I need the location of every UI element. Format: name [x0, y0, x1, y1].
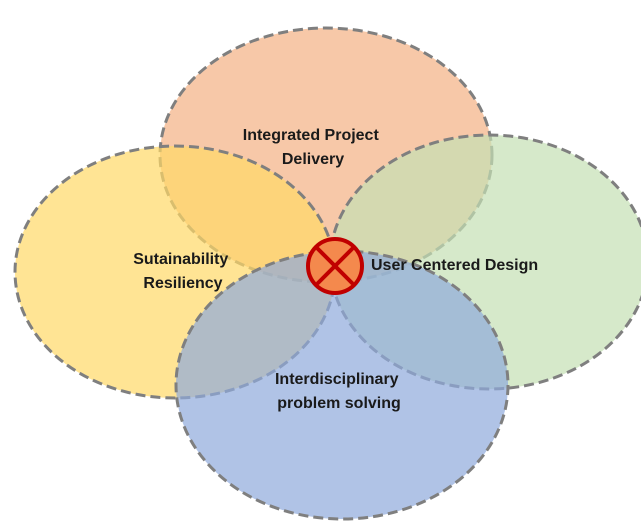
label-integrated-project-delivery: Integrated Project Delivery: [243, 127, 383, 168]
label-line: Integrated Project: [243, 127, 380, 144]
label-line: Resiliency: [143, 275, 222, 292]
circled-x-icon: [306, 237, 364, 295]
center-marker-stroke: [316, 247, 354, 285]
label-line: Delivery: [282, 151, 344, 168]
label-user-centered-design: User Centered Design: [371, 257, 538, 274]
label-line: User Centered Design: [371, 257, 538, 274]
label-interdisciplinary-problem-solving: Interdisciplinary problem solving: [275, 371, 403, 412]
label-line: Interdisciplinary: [275, 371, 399, 388]
label-sustainability-resiliency: Sutainability Resiliency: [133, 251, 233, 292]
label-line: Sutainability: [133, 251, 228, 268]
label-line: problem solving: [277, 395, 401, 412]
